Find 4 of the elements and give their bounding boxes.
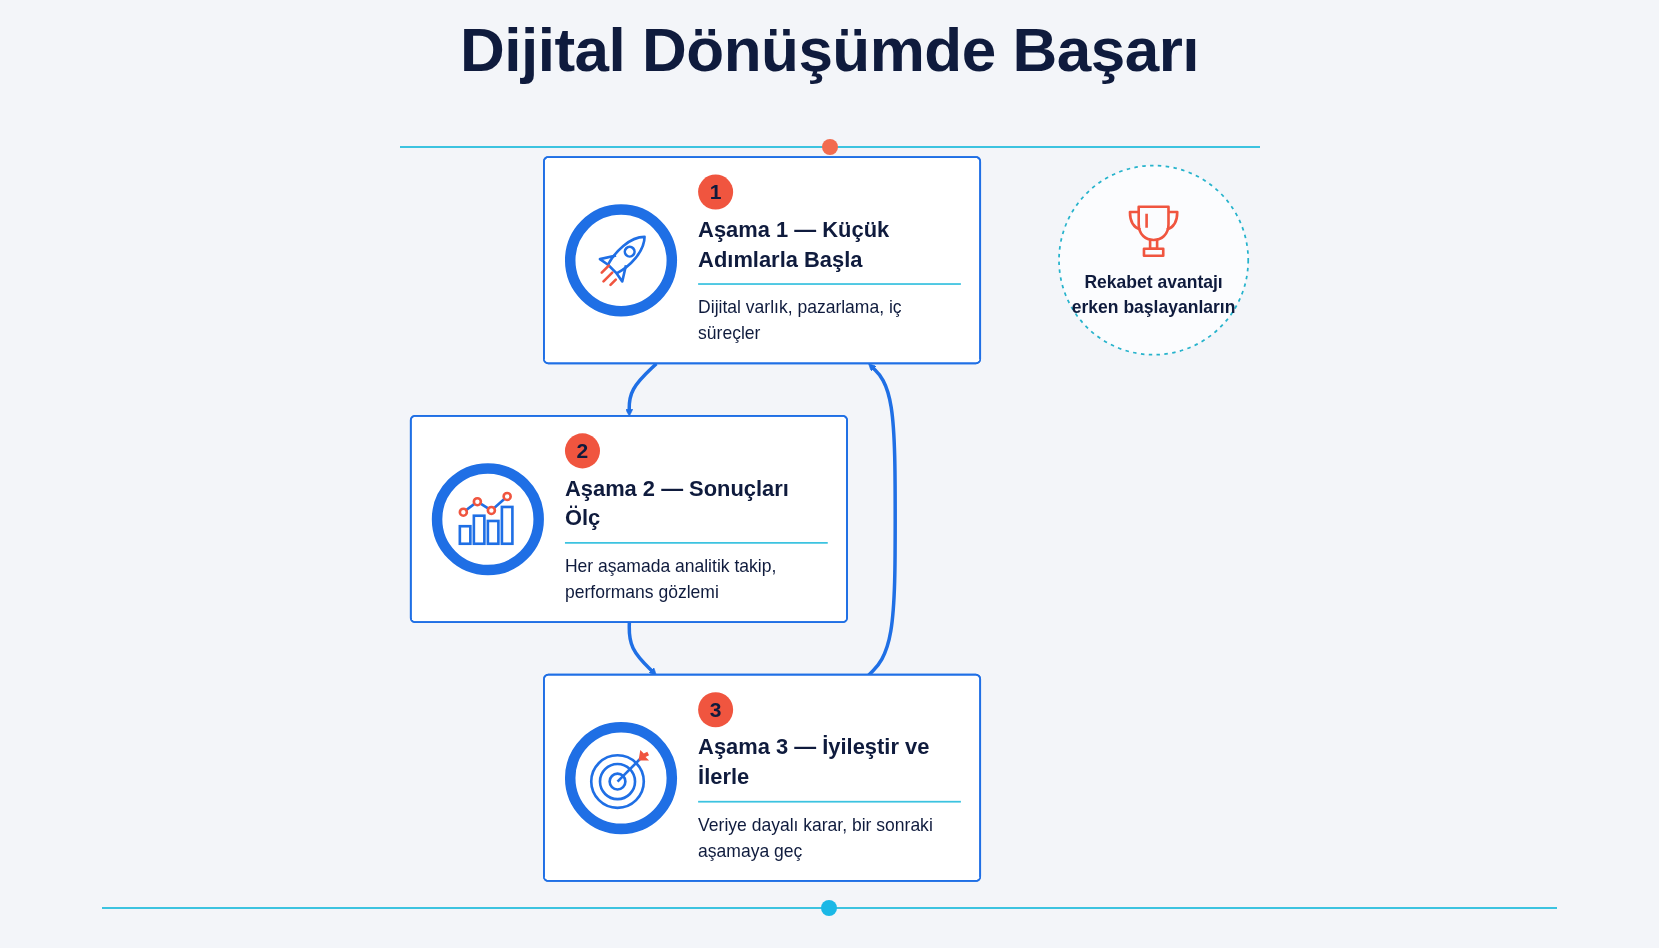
arrow [625, 362, 658, 417]
arrow [627, 622, 657, 676]
node-circle: Rekabet avantajı erken başlayanların [1058, 164, 1250, 356]
title: Dijital Dönüşümde Başarı [459, 14, 1200, 85]
